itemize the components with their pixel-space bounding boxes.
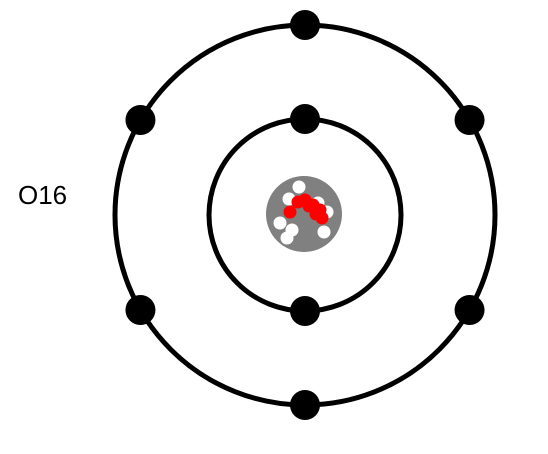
proton bbox=[283, 205, 297, 219]
proton bbox=[291, 195, 305, 209]
neutron bbox=[292, 180, 306, 194]
electron bbox=[290, 10, 320, 40]
neutron bbox=[285, 223, 299, 237]
electrons-layer bbox=[125, 10, 485, 420]
atom-label: O16 bbox=[18, 180, 68, 210]
neutron bbox=[273, 216, 287, 230]
electron bbox=[290, 390, 320, 420]
electron bbox=[454, 105, 485, 135]
electron bbox=[290, 296, 320, 326]
proton bbox=[302, 199, 316, 213]
electron bbox=[290, 104, 320, 134]
nucleus bbox=[266, 176, 342, 252]
electron bbox=[125, 295, 156, 325]
electron bbox=[125, 105, 156, 135]
electron bbox=[454, 295, 485, 325]
neutron bbox=[317, 225, 331, 239]
